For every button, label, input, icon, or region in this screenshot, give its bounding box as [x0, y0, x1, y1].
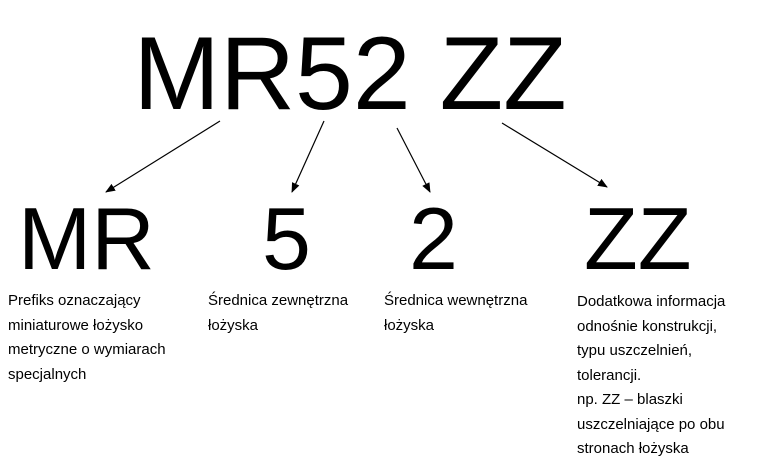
zz-description-line-7: stronach łożyska	[577, 440, 689, 457]
part-symbol-5: 5	[262, 189, 311, 288]
arrow-to-5	[291, 120, 325, 193]
bearing-code-title: MR52 ZZ	[133, 16, 567, 132]
part-description-mr: Prefiks oznaczający miniaturowe łożysko …	[8, 292, 166, 383]
part-description-zz: Dodatkowa informacja odnośnie konstrukcj…	[577, 290, 757, 462]
zz-description-line-6: uszczelniające po obu	[577, 415, 725, 433]
zz-description-line-5: np. ZZ – blaszki	[577, 391, 683, 408]
part-symbol-zz: ZZ	[584, 189, 692, 288]
arrow-to-mr	[105, 120, 221, 193]
zz-description-line-3: typu uszczelnień,	[577, 342, 693, 359]
zz-description-line-4: tolerancji.	[577, 366, 642, 384]
part-description-2: Średnica wewnętrzna łożyska	[384, 292, 528, 334]
zz-description-line-2: odnośnie konstrukcji,	[577, 317, 718, 335]
arrow-to-2	[396, 127, 431, 193]
zz-description-line-1: Dodatkowa informacja	[577, 293, 726, 310]
part-description-5: Średnica zewnętrzna łożyska	[208, 292, 349, 334]
part-symbol-2: 2	[409, 189, 458, 288]
arrow-to-zz	[501, 122, 608, 188]
part-symbol-mr: MR	[18, 189, 155, 288]
